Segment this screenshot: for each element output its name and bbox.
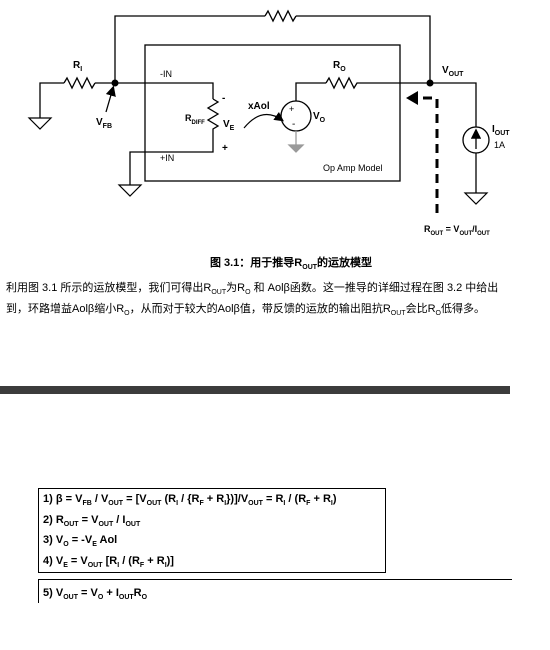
junction-dot [111,79,119,87]
ve-plus-sign: + [222,143,228,154]
minus-in-wire [145,82,214,99]
rdiff-resistor [145,98,220,153]
vfb-label: VFB [96,117,112,130]
text-run: 和 Aolβ函数。这一推导的详细过程在图 3.2 中给出 [250,282,499,294]
paragraph-line-1: 利用图 3.1 所示的运放模型，我们可得出ROUT为RO 和 Aolβ函数。这一… [6,280,546,301]
paragraph-line-2: 到，环路增益Aolβ缩小RO，从而对于较大的Aolβ值，带反馈的运放的输出阻抗R… [6,301,546,322]
text-sub: OUT [211,289,227,297]
vo-minus-sign: - [292,119,295,130]
text-run: 利用图 3.1 所示的运放模型，我们可得出R [6,282,212,294]
equation-5-box: 5) VOUT = VO + IOUTRO [38,579,512,603]
ve-label: VE [223,119,235,132]
equation-2: 2) ROUT = VOUT / IOUT [43,513,141,528]
vout-label: VOUT [442,65,464,78]
output-wire [430,82,477,127]
rout-probe-dashed-line [418,96,439,213]
rdiff-label: RDIFF [185,113,205,126]
equations-box: 1) β = VFB / VOUT = [VOUT (RI / {RF + RI… [38,488,386,573]
op-amp-model-box [144,44,401,182]
rout-probe-arrowhead [406,91,418,105]
op-amp-model-schematic: VFB RI Op Amp Model -IN RDIFF VE - + +IN… [27,9,510,237]
ground-symbol-plus-in [117,184,143,197]
caption-sub: OUT [302,264,318,272]
input-resistor [39,76,145,118]
equation-1: 1) β = VFB / VOUT = [VOUT (RI / {RF + RI… [43,493,337,508]
text-sub: O [435,310,441,318]
figure-caption: 图 3.1：用于推导ROUT的运放模型 [0,254,550,271]
ro-resistor [325,76,430,90]
ri-label: RI [73,60,82,73]
equation-5: 5) VOUT = VO + IOUTRO [43,587,148,602]
text-run: 低得多。 [440,303,485,316]
caption-prefix: 图 3.1：用于推导R [209,257,303,269]
ro-label: RO [333,60,346,73]
ve-minus-sign: - [222,93,225,104]
feedback-wire [114,9,431,83]
text-run: 为R [226,282,246,294]
ground-symbol-input [27,117,53,130]
plus-in-label: +IN [160,153,174,163]
text-sub: O [245,289,251,297]
vo-label: VO [313,111,326,124]
caption-suffix: 的运放模型 [317,257,373,269]
body-paragraph: 利用图 3.1 所示的运放模型，我们可得出ROUT为RO 和 Aolβ函数。这一… [6,280,546,322]
iout-value: 1A [494,140,505,150]
minus-in-label: -IN [160,69,172,79]
section-divider [0,386,510,394]
text-run: 会比R [405,303,436,316]
ground-symbol-output [463,192,489,205]
model-label: Op Amp Model [323,163,383,173]
xaol-arrow [243,111,284,129]
text-sub: OUT [390,310,406,318]
vo-plus-sign: + [289,104,294,114]
xaol-label: xAol [248,101,270,112]
plus-in-wire [129,151,145,185]
rout-equation-label: ROUT = VOUT/IOUT [424,224,490,237]
vo-wire [295,82,326,101]
text-run: ，从而对于较大的Aolβ值，带反馈的运放的输出阻抗R [129,303,391,316]
iout-label: IOUT [492,124,510,137]
equation-4: 4) VE = VOUT [RI / (RF + RI)] [43,554,174,569]
vo-source [280,100,312,132]
text-sub: O [124,310,130,318]
text-run: 到，环路增益Aolβ缩小R [6,303,125,316]
equation-3: 3) VO = -VE Aol [43,534,118,549]
ground-symbol-vo [287,131,305,153]
vfb-arrow [105,85,116,113]
